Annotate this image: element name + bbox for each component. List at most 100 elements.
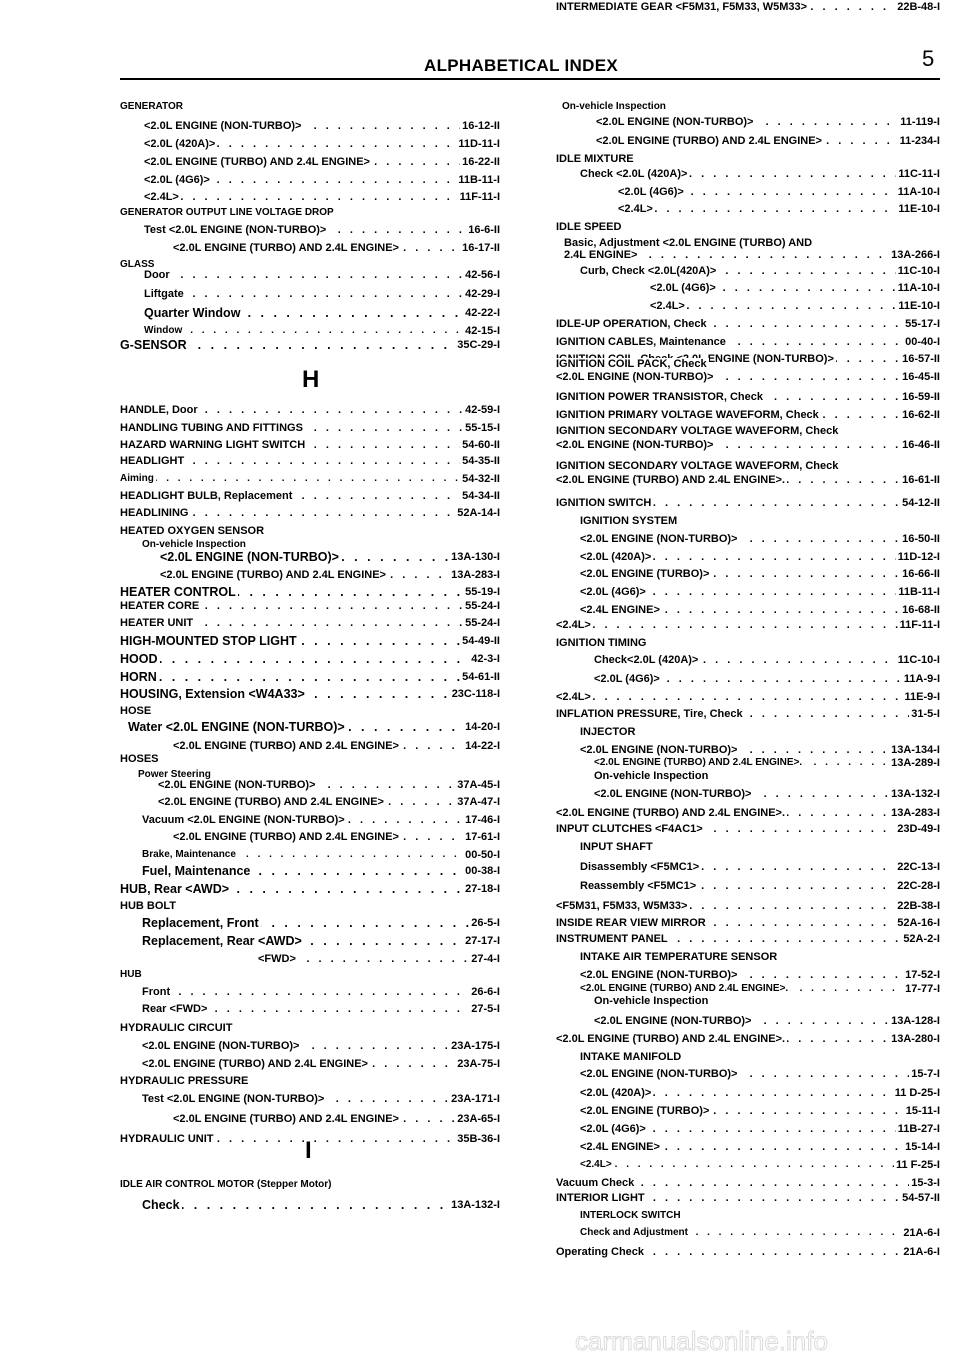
entry-label: <2.0L ENGINE (NON-TURBO)> (158, 779, 318, 791)
entry-label: <2.0L (4G6)> (650, 282, 718, 294)
index-entry: . . . . . . . . . . . . . . . . . . . . … (120, 934, 500, 948)
entry-label: IDLE-UP OPERATION, Check (556, 318, 709, 330)
dot-leader: . . . . . . . . . . . . . . . . . . . . … (580, 586, 940, 598)
entry-label: <2.0L (4G6)> (618, 186, 686, 198)
entry-label: HEATER CORE (120, 600, 202, 612)
index-entry: . . . . . . . . . . . . . . . . . . . . … (556, 1067, 940, 1081)
dot-leader: . . . . . . . . . . . . . . . . . . . . … (650, 300, 940, 312)
entry-page-ref: 55-19-I (463, 585, 500, 599)
entry-page-ref: 11E-9-I (902, 690, 940, 704)
dot-leader: . . . . . . . . . . . . . . . . . . . . … (144, 325, 500, 336)
index-entry: . . . . . . . . . . . . . . . . . . . . … (120, 472, 500, 486)
index-entry: GLASS (120, 258, 500, 272)
index-entry: . . . . . . . . . . . . . . . . . . . . … (120, 585, 500, 599)
index-entry: . . . . . . . . . . . . . . . . . . . . … (556, 1140, 940, 1154)
entry-label: <2.0L (4G6)> (580, 586, 648, 598)
entry-page-ref: 11E-10-I (896, 202, 940, 216)
entry-page-ref: 42-22-I (463, 306, 500, 320)
index-entry: . . . . . . . . . . . . . . . . . . . . … (556, 1014, 940, 1028)
entry-page-ref: 11B-27-I (895, 1122, 940, 1136)
dot-leader: . . . . . . . . . . . . . . . . . . . . … (258, 953, 500, 965)
entry-label: Vacuum <2.0L ENGINE (NON-TURBO)> (142, 814, 347, 826)
entry-label: <2.0L ENGINE (NON-TURBO)> (580, 969, 740, 981)
entry-page-ref: 11C-11-I (896, 167, 940, 181)
entry-label: HYDRAULIC CIRCUIT (120, 1022, 235, 1034)
entry-page-ref: 13A-280-I (889, 1032, 940, 1046)
entry-label: <2.4L> (144, 191, 181, 203)
entry-label: HEATER CONTROL (120, 585, 238, 599)
entry-label: <2.0L (420A)> (580, 1087, 654, 1099)
entry-label: <2.0L ENGINE (NON-TURBO)> (580, 1068, 740, 1080)
index-entry: . . . . . . . . . . . . . . . . . . . . … (120, 489, 500, 503)
index-entry: Basic, Adjustment <2.0L ENGINE (TURBO) A… (556, 236, 940, 250)
index-entry: INTAKE MANIFOLD (556, 1050, 940, 1064)
entry-label: <2.0L ENGINE (NON-TURBO)> (580, 533, 740, 545)
entry-page-ref: 11C-10-I (895, 653, 940, 667)
entry-page-ref: 54-35-II (460, 454, 500, 468)
entry-page-ref: 13A-130-I (449, 550, 500, 564)
index-entry: . . . . . . . . . . . . . . . . . . . . … (556, 603, 940, 617)
entry-label: <2.0L (4G6)> (580, 1123, 648, 1135)
entry-page-ref: 35C-29-I (455, 338, 500, 352)
index-entry: . . . . . . . . . . . . . . . . . . . . … (120, 616, 500, 630)
entry-label: Rear <FWD> (142, 1003, 210, 1015)
index-entry: . . . . . . . . . . . . . . . . . . . . … (120, 795, 500, 809)
index-entry: HYDRAULIC CIRCUIT (120, 1021, 500, 1035)
dot-leader: . . . . . . . . . . . . . . . . . . . . … (556, 1192, 940, 1204)
entry-page-ref: 14-20-I (463, 720, 500, 734)
entry-label: HOSE (120, 705, 154, 717)
entry-label: Window (144, 325, 185, 336)
entry-label: <2.0L ENGINE (TURBO)> (580, 568, 712, 580)
entry-label: <2.0L ENGINE (TURBO) AND 2.4L ENGINE>. (594, 757, 805, 768)
dot-leader: . . . . . . . . . . . . . . . . . . . . … (120, 455, 500, 467)
entry-label: Brake, Maintenance (142, 849, 238, 860)
entry-page-ref: 27-17-I (463, 934, 500, 948)
entry-label: INJECTOR (580, 726, 638, 738)
entry-page-ref: 17-61-I (463, 830, 500, 844)
index-entry: HYDRAULIC PRESSURE (120, 1074, 500, 1088)
index-entry: . . . . . . . . . . . . . . . . . . . . … (120, 287, 500, 301)
entry-page-ref: 42-29-I (463, 287, 500, 301)
entry-page-ref: 11A-9-I (901, 672, 940, 686)
index-entry: . . . . . . . . . . . . . . . . . . . . … (556, 932, 940, 946)
entry-label: <2.0L ENGINE (NON-TURBO)> (594, 1015, 754, 1027)
entry-label: GLASS (120, 259, 157, 270)
index-entry: IDLE AIR CONTROL MOTOR (Stepper Motor) (120, 1178, 500, 1192)
entry-label: Replacement, Rear <AWD> (142, 934, 304, 948)
entry-page-ref: 52A-16-I (895, 916, 940, 930)
entry-label: IGNITION PRIMARY VOLTAGE WAVEFORM, Check (556, 409, 821, 421)
index-entry: . . . . . . . . . . . . . . . . . . . . … (120, 268, 500, 282)
index-entry: . . . . . . . . . . . . . . . . . . . . … (556, 390, 940, 404)
entry-label: <2.4L> (556, 691, 593, 703)
entry-page-ref: 42-3-I (469, 652, 500, 666)
index-entry: . . . . . . . . . . . . . . . . . . . . … (120, 403, 500, 417)
index-entry: . . . . . . . . . . . . . . . . . . . . … (556, 167, 940, 181)
entry-page-ref: 21A-6-I (901, 1226, 940, 1240)
entry-label: <2.0L ENGINE (NON-TURBO)> (580, 744, 740, 756)
dot-leader: . . . . . . . . . . . . . . . . . . . . … (556, 691, 940, 703)
index-entry: . . . . . . . . . . . . . . . . . . . . … (556, 653, 940, 667)
index-entry: HUB BOLT (120, 899, 500, 913)
index-entry: . . . . . . . . . . . . . . . . . . . . … (120, 813, 500, 827)
index-entry: . . . . . . . . . . . . . . . . . . . . … (556, 115, 940, 129)
entry-label: <2.0L ENGINE (NON-TURBO)> (160, 550, 341, 564)
index-entry: IGNITION SYSTEM (556, 514, 940, 528)
dot-leader: . . . . . . . . . . . . . . . . . . . . … (580, 604, 940, 616)
entry-page-ref: 42-56-I (463, 268, 500, 282)
index-entry: . . . . . . . . . . . . . . . . . . . . … (556, 806, 940, 820)
index-entry: . . . . . . . . . . . . . . . . . . . . … (556, 134, 940, 148)
entry-label: <2.4L> (556, 619, 593, 631)
entry-page-ref: 11-234-I (897, 134, 940, 148)
header-rule (120, 78, 940, 80)
index-entry: . . . . . . . . . . . . . . . . . . . . … (120, 599, 500, 613)
entry-label: <2.0L ENGINE (TURBO) AND 2.4L ENGINE>. (580, 983, 791, 994)
index-entry: . . . . . . . . . . . . . . . . . . . . … (556, 743, 940, 757)
entry-label: GENERATOR (120, 101, 185, 112)
entry-label: <2.4L> (580, 1159, 614, 1170)
entry-page-ref: 52A-14-I (455, 506, 500, 520)
entry-page-ref: 55-24-I (463, 599, 500, 613)
entry-page-ref: 11E-10-I (896, 299, 940, 313)
dot-leader: . . . . . . . . . . . . . . . . . . . . … (618, 203, 940, 215)
entry-page-ref: 00-40-I (903, 335, 940, 349)
entry-page-ref: 16-57-II (900, 352, 940, 366)
